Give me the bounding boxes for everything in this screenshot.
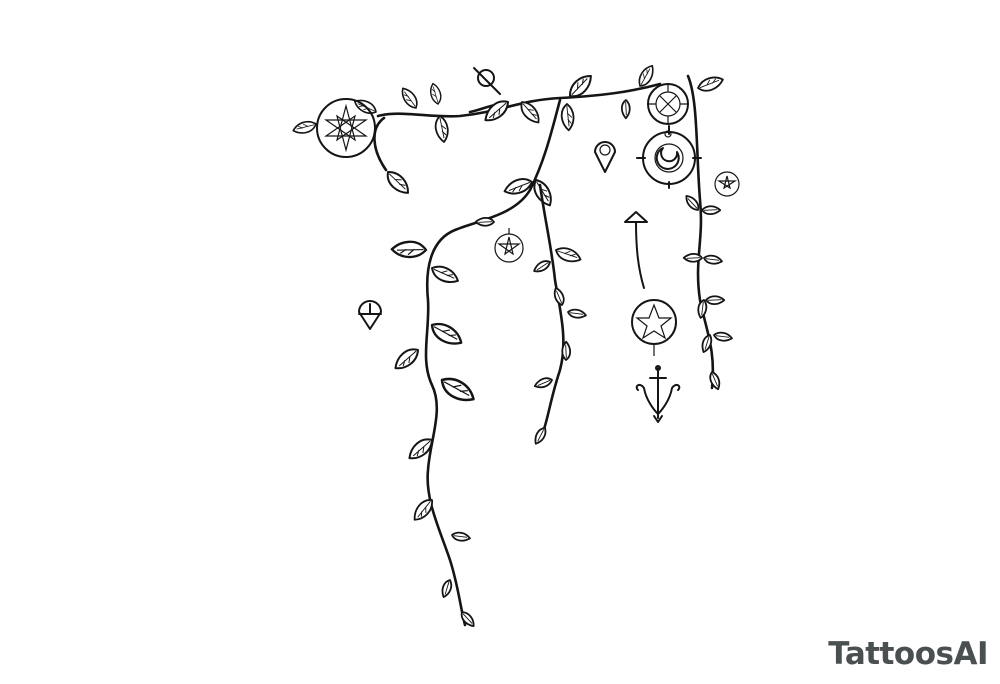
arrow-up-triangle-icon [624,211,648,289]
heptagram-circle-left-icon [316,98,376,158]
watermark-logo: TattoosAI [828,636,988,672]
left-hanging-vine [389,98,562,630]
right-hanging-vine [682,74,734,392]
teardrop-pin-top-icon [594,141,616,173]
wheel-sigil-icon [647,83,689,138]
small-star-circle-middle-icon [494,228,524,263]
teardrop-pin-left-icon [358,300,382,330]
heptagram-circle-lower-icon [631,299,677,356]
circle-with-line-icon [473,67,501,95]
crescent-moon-wheel-icon [636,125,702,189]
cross-crescent-sigil-icon [635,365,681,423]
small-star-circle-right-icon [714,171,740,197]
top-branch [291,62,662,200]
middle-hanging-vine [530,183,588,447]
